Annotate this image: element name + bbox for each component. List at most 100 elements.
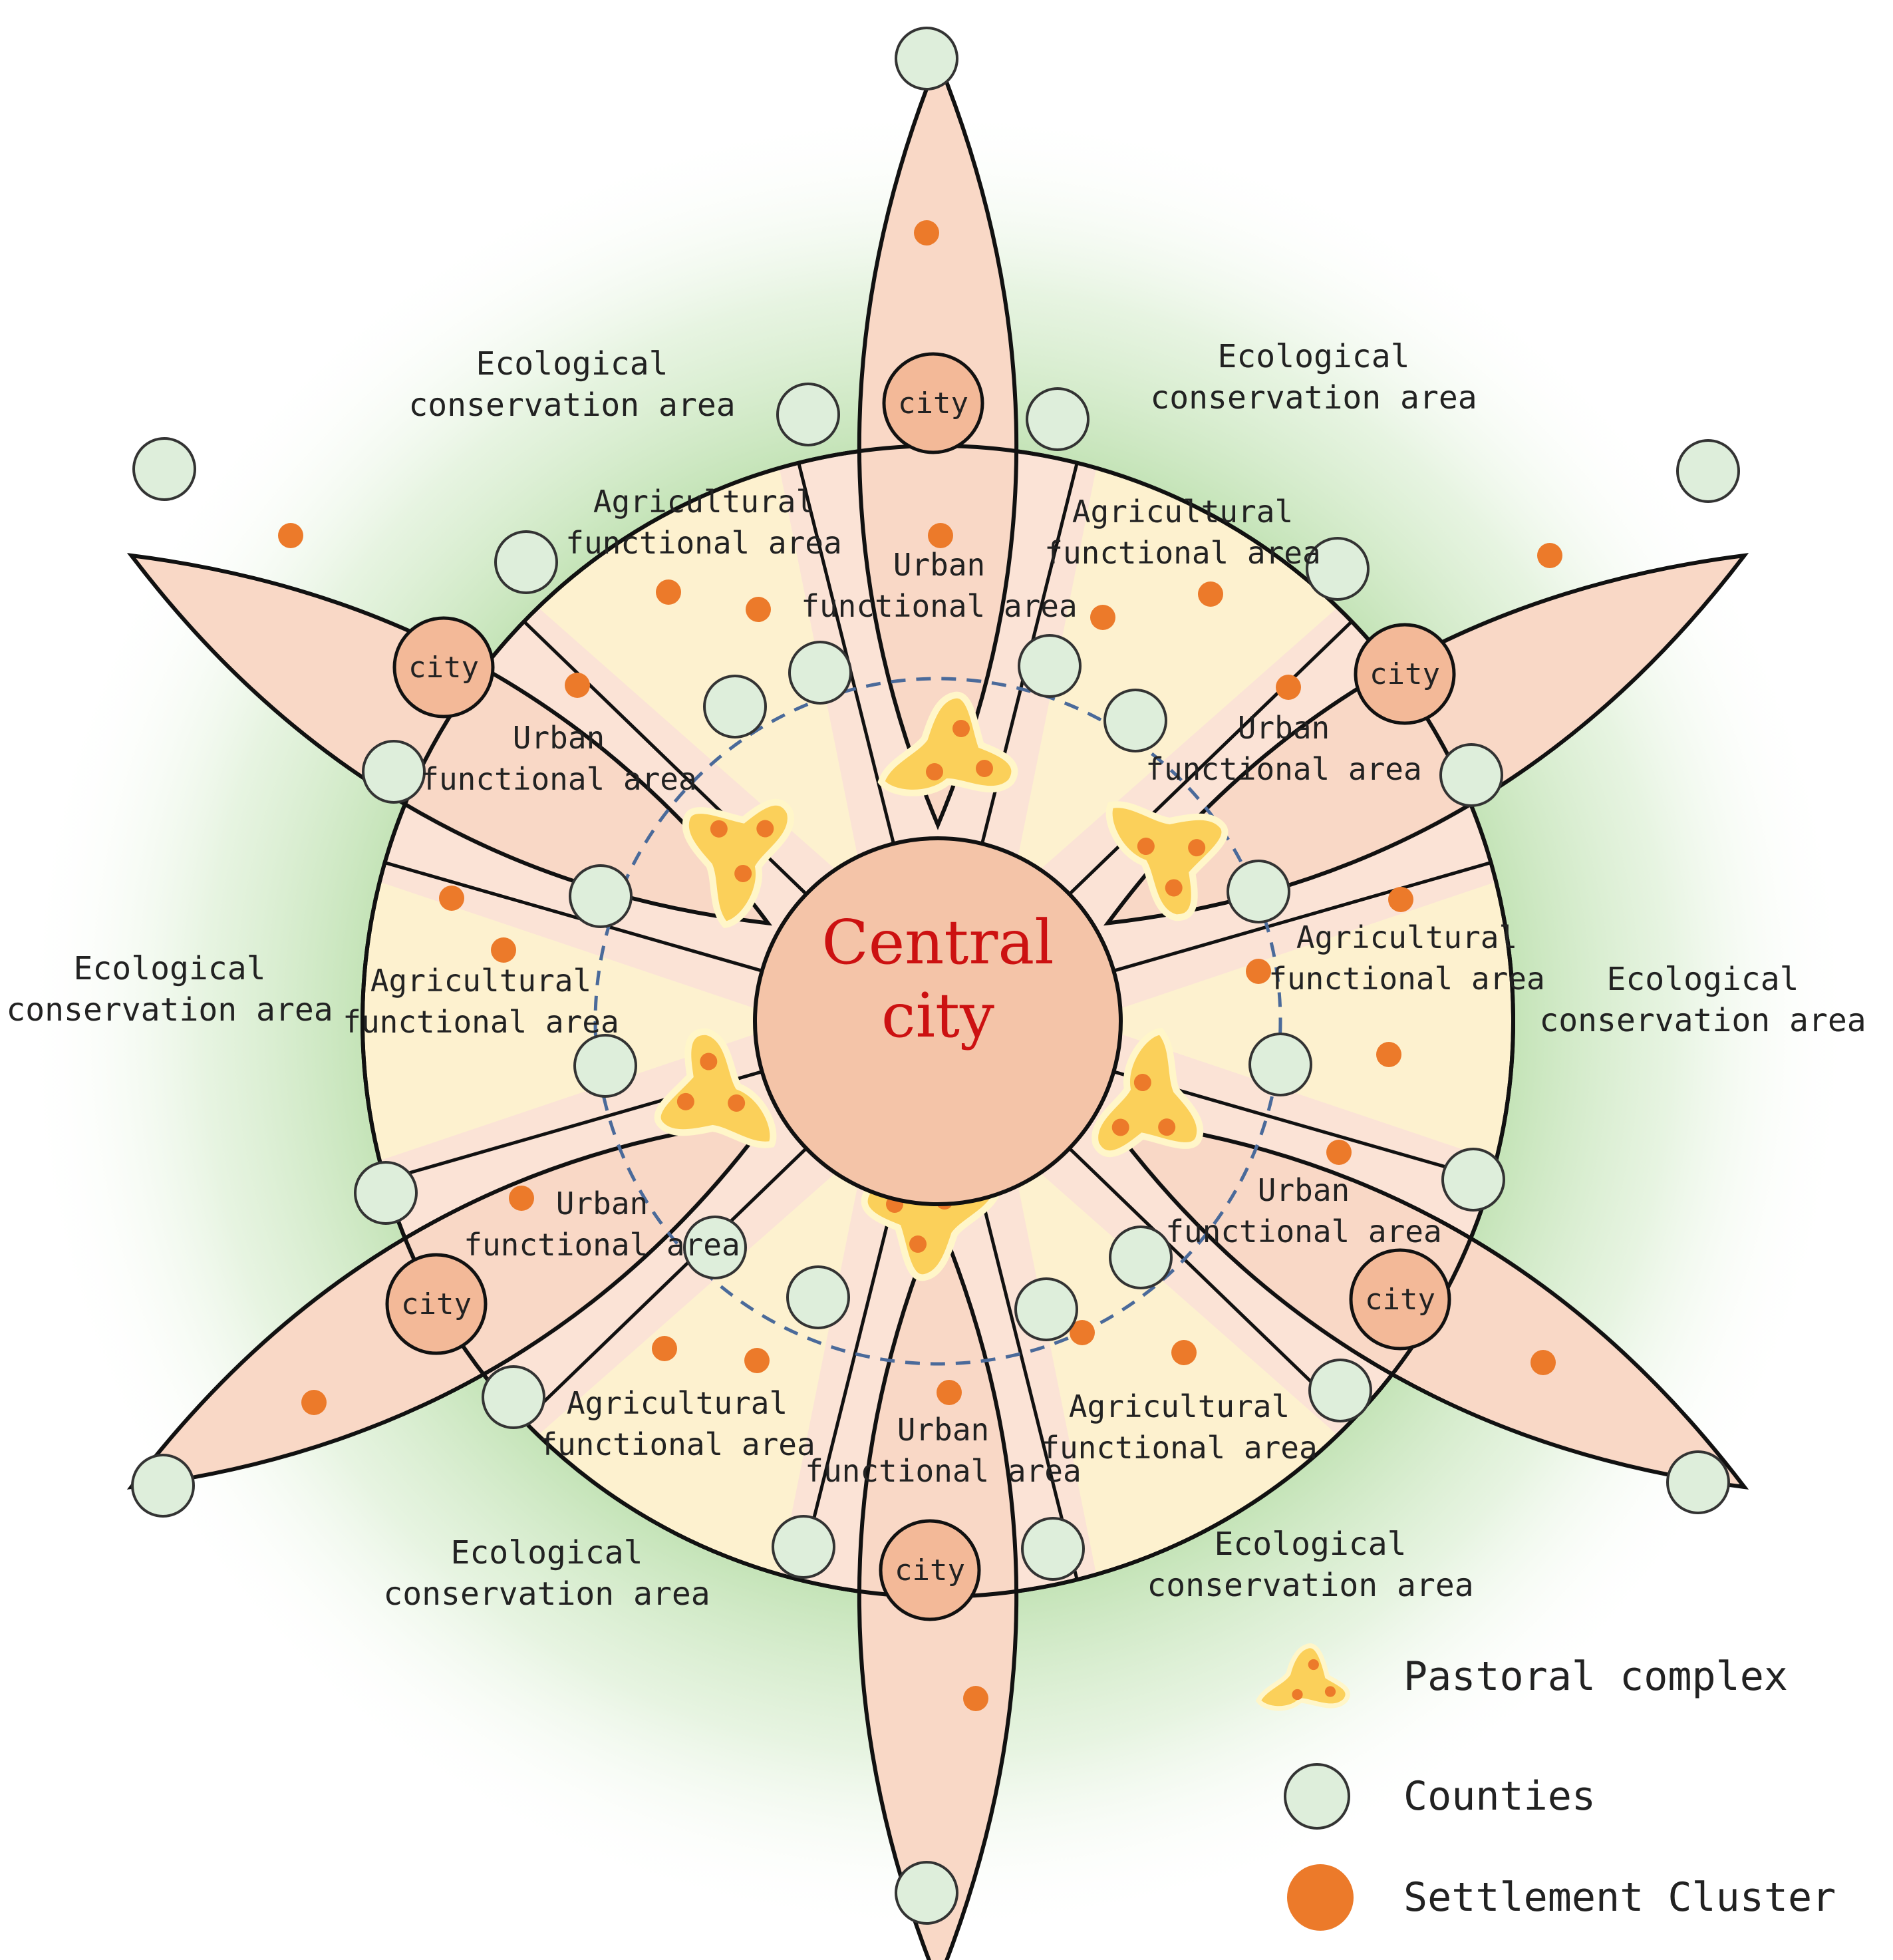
legend-settlement-label: Settlement Cluster xyxy=(1403,1874,1836,1921)
pastoral-complexes xyxy=(654,691,1229,1281)
county-30 xyxy=(895,1861,958,1925)
settlement-cluster-dot xyxy=(1171,1340,1197,1365)
urban-area-label-6-line1: Urban xyxy=(897,1412,989,1448)
urban-area-label-2-line2: functional area xyxy=(420,761,696,797)
eco-area-label-6-line2: conservation area xyxy=(1147,1567,1473,1604)
legend: Pastoral complex Counties Settlement Clu… xyxy=(1255,1643,1836,1931)
county-9 xyxy=(1018,634,1082,698)
eco-area-label-1-line1: Ecological xyxy=(476,345,668,383)
city-label-3: city xyxy=(1370,657,1440,691)
settlement-cluster-dot xyxy=(1388,887,1413,912)
county-27 xyxy=(1666,1450,1730,1514)
counties xyxy=(131,27,1740,1925)
county-29 xyxy=(1021,1517,1085,1581)
city-circle-1 xyxy=(882,352,984,454)
county-10 xyxy=(703,675,767,738)
eco-area-label-1-line2: conservation area xyxy=(408,387,735,424)
radial-line-3 xyxy=(1068,620,1353,896)
legend-settlement-icon xyxy=(1287,1864,1354,1931)
agri-area-label-3-line2: functional area xyxy=(343,1004,619,1040)
county-16 xyxy=(573,1034,637,1098)
county-21 xyxy=(1109,1225,1173,1289)
settlement-cluster-dot xyxy=(928,523,953,548)
agri-area-label-6-line2: functional area xyxy=(1041,1430,1317,1466)
urban-area-label-1-line2: functional area xyxy=(801,588,1077,624)
county-17 xyxy=(1248,1033,1312,1096)
eco-area-label-2-line1: Ecological xyxy=(1218,338,1410,375)
pastoral-complex-5 xyxy=(654,1028,777,1148)
settlement-cluster-dot xyxy=(1276,675,1301,700)
petal-2 xyxy=(1103,553,1749,926)
city-circle-5 xyxy=(1349,1248,1451,1351)
settlement-cluster-dot xyxy=(1376,1042,1401,1067)
settlement-cluster-dot xyxy=(491,937,516,963)
agri-area-label-5-line2: functional area xyxy=(539,1426,815,1462)
settlement-clusters xyxy=(278,220,1562,1711)
county-2 xyxy=(776,383,840,446)
settlement-cluster-dot xyxy=(1198,581,1223,607)
county-5 xyxy=(1676,439,1740,503)
inner-dashed-ring xyxy=(593,677,1282,1366)
settlement-cluster-dot xyxy=(439,886,464,911)
agri-area-label-1-line1: Agricultural xyxy=(593,484,814,520)
county-8 xyxy=(788,641,852,705)
county-7 xyxy=(1306,537,1370,601)
county-28 xyxy=(772,1515,835,1579)
settlement-cluster-dot xyxy=(746,597,771,622)
legend-pastoral-icon xyxy=(1255,1643,1350,1711)
pastoral-complex-3 xyxy=(1092,1027,1204,1158)
radial-line-8 xyxy=(797,1198,895,1580)
agri-area-label-1-line2: functional area xyxy=(565,525,841,561)
county-22 xyxy=(786,1265,850,1329)
central-city-label-line2: city xyxy=(881,980,994,1051)
county-4 xyxy=(132,437,196,501)
petal-6 xyxy=(126,553,773,926)
radial-line-7 xyxy=(980,1198,1079,1580)
agri-area-label-4-line1: Agricultural xyxy=(1296,919,1517,955)
settlement-cluster-dot xyxy=(1537,543,1562,568)
city-label-6: city xyxy=(895,1553,965,1587)
settlement-cluster-dot xyxy=(656,579,681,605)
city-circle-6 xyxy=(879,1519,981,1621)
eco-area-label-2-line2: conservation area xyxy=(1150,379,1477,416)
agri-area-label-2-line1: Agricultural xyxy=(1072,494,1293,530)
eco-area-label-3-line1: Ecological xyxy=(74,950,266,987)
urban-area-label-3-line2: functional area xyxy=(1145,751,1421,787)
county-14 xyxy=(569,864,633,928)
county-3 xyxy=(1026,387,1090,451)
county-25 xyxy=(1308,1359,1372,1422)
settlement-cluster-dot xyxy=(937,1380,962,1405)
urban-area-label-3-line1: Urban xyxy=(1238,710,1330,746)
agri-area-label-6-line1: Agricultural xyxy=(1069,1388,1290,1424)
settlement-cluster-dot xyxy=(652,1336,677,1361)
city-label-1: city xyxy=(898,387,968,420)
legend-pastoral-label: Pastoral complex xyxy=(1403,1653,1788,1700)
eco-area-label-5-line1: Ecological xyxy=(451,1534,643,1571)
settlement-cluster-dot xyxy=(1070,1320,1095,1345)
settlement-cluster-dot xyxy=(744,1348,770,1373)
city-circle-3 xyxy=(1354,623,1456,725)
county-24 xyxy=(482,1365,545,1429)
city-circle-4 xyxy=(385,1253,488,1355)
settlement-cluster-dot xyxy=(301,1390,327,1415)
pastoral-complex-1 xyxy=(877,691,1018,796)
eco-area-label-4-line1: Ecological xyxy=(1607,961,1799,998)
urban-area-label-2-line1: Urban xyxy=(513,720,605,756)
settlement-cluster-dot xyxy=(1090,605,1115,630)
county-1 xyxy=(895,27,958,90)
county-26 xyxy=(131,1454,195,1518)
eco-area-label-3-line2: conservation area xyxy=(6,991,333,1029)
central-city-circle xyxy=(753,836,1123,1206)
central-city-label-line1: Central xyxy=(821,907,1054,978)
legend-counties-label: Counties xyxy=(1403,1773,1596,1820)
settlement-cluster-dot xyxy=(509,1186,534,1211)
settlement-cluster-dot xyxy=(914,220,939,245)
county-23 xyxy=(1014,1277,1078,1341)
county-12 xyxy=(362,740,426,804)
radial-line-11 xyxy=(384,861,763,973)
settlement-cluster-dot xyxy=(1326,1140,1352,1165)
agri-area-label-5-line1: Agricultural xyxy=(567,1385,788,1421)
settlement-cluster-dot xyxy=(565,673,590,698)
